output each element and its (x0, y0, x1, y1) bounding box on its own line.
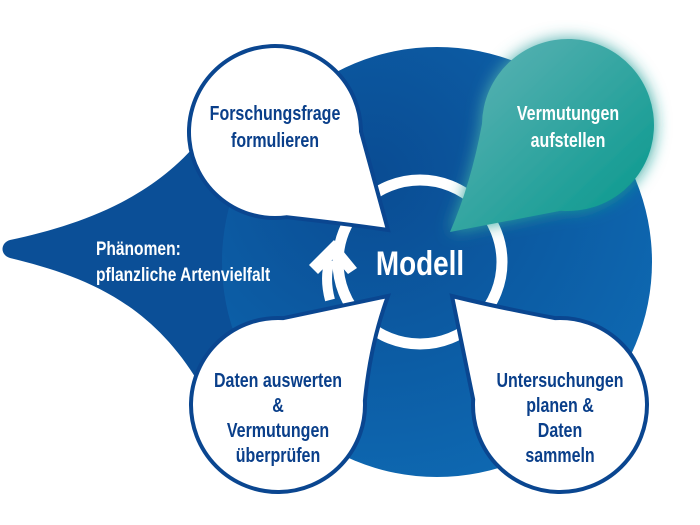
bubble-text-line: Daten (538, 419, 582, 441)
bubble-text-line: sammeln (525, 444, 594, 466)
bubble-text-line: Forschungsfrage (210, 102, 341, 124)
step-bubble-auswerten: Daten auswerten & Vermutungen überprüfen (189, 293, 392, 494)
bubble-text-line: Daten auswerten (214, 369, 342, 391)
model-label: Modell (376, 244, 464, 282)
bubble-shape (449, 293, 649, 494)
bubble-text-line: Untersuchungen (496, 369, 623, 391)
step-bubble-vermutungen: Vermutungen aufstellen (450, 39, 655, 232)
bubble-shape (187, 44, 391, 233)
phenomenon-line: pflanzliche Artenvielfalt (96, 264, 270, 286)
bubble-shape (450, 39, 655, 232)
bubble-text-line: Vermutungen (517, 102, 619, 124)
bubble-text-line: planen & (526, 394, 594, 416)
step-bubble-forschungsfrage: Forschungsfrage formulieren (187, 44, 391, 233)
cycle-arrow-icon (309, 240, 357, 302)
bubble-text-line: formulieren (231, 129, 319, 151)
bubble-text-line: überprüfen (236, 444, 320, 466)
bubble-text-line: aufstellen (531, 129, 606, 151)
bubble-text-line: Vermutungen (227, 419, 329, 441)
bubble-shape (189, 293, 392, 494)
phenomenon-line: Phänomen: (96, 238, 181, 260)
bubble-text-line: & (272, 394, 284, 416)
phenomenon-label: Phänomen: pflanzliche Artenvielfalt (96, 238, 270, 286)
step-bubble-untersuchungen: Untersuchungen planen & Daten sammeln (449, 293, 649, 494)
